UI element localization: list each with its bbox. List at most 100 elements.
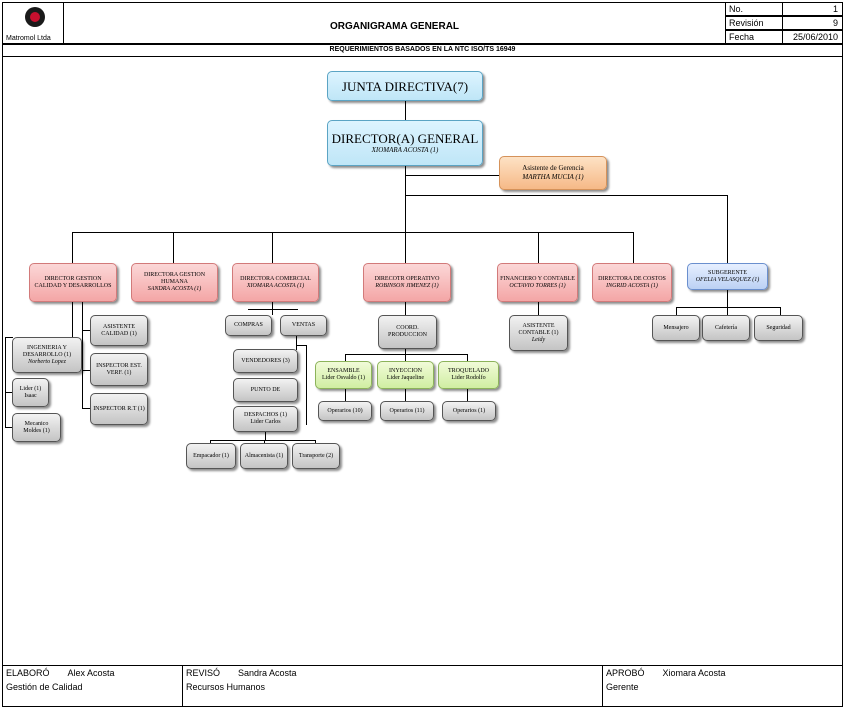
- connector: [538, 232, 539, 263]
- subgerente-label: SUBGERENTE: [708, 269, 747, 276]
- financiero-label: FINANCIERO Y CONTABLE: [500, 275, 575, 282]
- ventas-label: VENTAS: [291, 322, 316, 328]
- director-calidad-box: DIRECTOR GESTION CALIDAD Y DESARROLLOS: [29, 263, 117, 302]
- mensajero-label: Mensajero: [663, 324, 689, 331]
- asistente-contable-box: ASISTENTE CONTABLE (1) Leidy: [509, 315, 568, 351]
- subtitle-bar: REQUERIMIENTOS BASADOS EN LA NTC ISO/TS …: [2, 44, 843, 57]
- connector: [82, 408, 91, 409]
- troquelado-name: Lider Rodolfo: [451, 375, 486, 381]
- vendedores-box: VENDEDORES (3): [233, 349, 298, 373]
- mecanico-label: Mecanico Moldes (1): [23, 420, 50, 434]
- reviso-name: Sandra Acosta: [238, 668, 297, 678]
- subtitle: REQUERIMIENTOS BASADOS EN LA NTC ISO/TS …: [329, 46, 516, 53]
- company-logo-icon: [25, 7, 45, 27]
- directora-comercial-box: DIRECTORA COMERCIAL XIOMARA ACOSTA (1): [232, 263, 319, 302]
- inspector-est-label: INSPECTOR EST. VERF. (1): [96, 362, 142, 376]
- connector: [727, 195, 728, 263]
- inyeccion-name: Lider Jaqueline: [386, 375, 425, 381]
- connector: [633, 232, 634, 263]
- connector: [210, 440, 211, 445]
- connector: [405, 195, 727, 196]
- directora-humana-box: DIRECTORA GESTION HUMANA SANDRA ACOSTA (…: [131, 263, 218, 302]
- subgerente-box: SUBGERENTE OFELIA VELASQUEZ (1): [687, 263, 768, 290]
- ingenieria-box: INGENIERIA Y DESARROLLO (1) Norberto Lop…: [12, 337, 82, 373]
- troquelado-label: TROQUELADO: [448, 368, 489, 374]
- subgerente-name: OFELIA VELASQUEZ (1): [695, 276, 760, 283]
- footer-aprobo: APROBÓ Xiomara Acosta Gerente: [602, 665, 843, 707]
- junta-directiva-box: JUNTA DIRECTIVA(7): [327, 71, 483, 101]
- financiero-box: FINANCIERO Y CONTABLE OCTAVIO TORRES (1): [497, 263, 578, 302]
- connector: [5, 337, 13, 338]
- connector: [264, 440, 265, 445]
- director-general-box: DIRECTOR(A) GENERAL XIOMARA ACOSTA (1): [327, 120, 483, 166]
- aprobo-label: APROBÓ: [606, 668, 645, 678]
- document-title: ORGANIGRAMA GENERAL: [329, 21, 460, 32]
- connector: [265, 432, 266, 440]
- connector: [538, 301, 539, 316]
- connector: [306, 345, 307, 425]
- directora-humana-label: DIRECTORA GESTION HUMANA: [143, 272, 206, 285]
- asistente-calidad-box: ASISTENTE CALIDAD (1): [90, 315, 148, 346]
- elaboro-label: ELABORÓ: [6, 668, 50, 678]
- no-label: No.: [725, 2, 783, 16]
- directora-costos-box: DIRECTORA DE COSTOS INGRID ACOSTA (1): [592, 263, 672, 302]
- connector: [676, 307, 677, 315]
- inspector-rt-label: INSPECTOR R.T (1): [93, 405, 145, 412]
- compras-box: COMPRAS: [225, 315, 272, 336]
- connector: [82, 370, 91, 371]
- connector: [5, 337, 6, 427]
- connector: [5, 427, 12, 428]
- lider-box: Lider (1) Isaac: [12, 378, 49, 407]
- aprobo-name: Xiomara Acosta: [662, 668, 726, 678]
- compras-label: COMPRAS: [234, 322, 263, 328]
- empacador-box: Empacador (1): [186, 443, 236, 469]
- connector: [405, 175, 499, 176]
- punto-box: PUNTO DE: [233, 378, 298, 402]
- ensamble-label: ENSAMBLE: [327, 368, 360, 374]
- directora-costos-label: DIRECTORA DE COSTOS: [598, 275, 666, 282]
- almacenista-label: Almacenista (1): [244, 452, 284, 459]
- company-name: Matromol Ltda: [6, 35, 51, 42]
- asistente-gerencia-name: MARTHA MUCIA (1): [522, 173, 584, 181]
- logo-cell: Matromol Ltda: [2, 2, 64, 44]
- inspector-est-box: INSPECTOR EST. VERF. (1): [90, 353, 148, 386]
- empacador-label: Empacador (1): [193, 452, 229, 459]
- connector: [780, 307, 781, 315]
- seguridad-label: Seguridad: [766, 324, 791, 331]
- asistente-gerencia-label: Asistente de Gerencia: [522, 164, 584, 172]
- aprobo-role: Gerente: [606, 682, 639, 692]
- connector: [315, 440, 316, 445]
- no-value: 1: [782, 2, 843, 16]
- revision-value: 9: [782, 16, 843, 30]
- director-general-name: XIOMARA ACOSTA (1): [371, 146, 439, 154]
- revision-label: Revisión: [725, 16, 783, 30]
- connector: [72, 232, 73, 263]
- ensamble-name: Lider Osvaldo (1): [322, 375, 365, 381]
- directora-comercial-label: DIRECTORA COMERCIAL: [240, 275, 311, 282]
- connector: [405, 389, 406, 401]
- punto-label: PUNTO DE: [250, 386, 281, 393]
- connector: [727, 307, 728, 315]
- date-label: Fecha: [725, 30, 783, 44]
- connector: [727, 289, 728, 307]
- ensamble-box: ENSAMBLE Lider Osvaldo (1): [315, 361, 372, 389]
- director-operativo-box: DIRECOTR OPERATIVO ROBINSON JIMENEZ (1): [363, 263, 451, 302]
- despachos-name: Lider Carlos: [250, 419, 281, 425]
- connector: [82, 301, 83, 409]
- ingenieria-name: Norberto Lopez: [28, 358, 66, 365]
- connector: [405, 165, 406, 233]
- operarios-inyeccion-label: Operarios (11): [389, 407, 425, 414]
- troquelado-box: TROQUELADO Lider Rodolfo: [438, 361, 499, 389]
- cafeteria-box: Cafetería: [702, 315, 750, 341]
- lider-label: Lider (1) Isaac: [19, 385, 42, 399]
- ingenieria-label: INGENIERIA Y DESARROLLO (1): [22, 344, 72, 358]
- operarios-troquelado-box: Operarios (1): [442, 401, 496, 421]
- connector: [405, 232, 406, 263]
- operarios-ensamble-label: Operarios (10): [327, 407, 363, 414]
- connector: [467, 389, 468, 401]
- coord-produccion-label: COORD. PRODUCCION: [387, 325, 427, 338]
- mecanico-box: Mecanico Moldes (1): [12, 413, 61, 442]
- despachos-label: DESPACHOS (1): [244, 412, 287, 418]
- inspector-rt-box: INSPECTOR R.T (1): [90, 393, 148, 425]
